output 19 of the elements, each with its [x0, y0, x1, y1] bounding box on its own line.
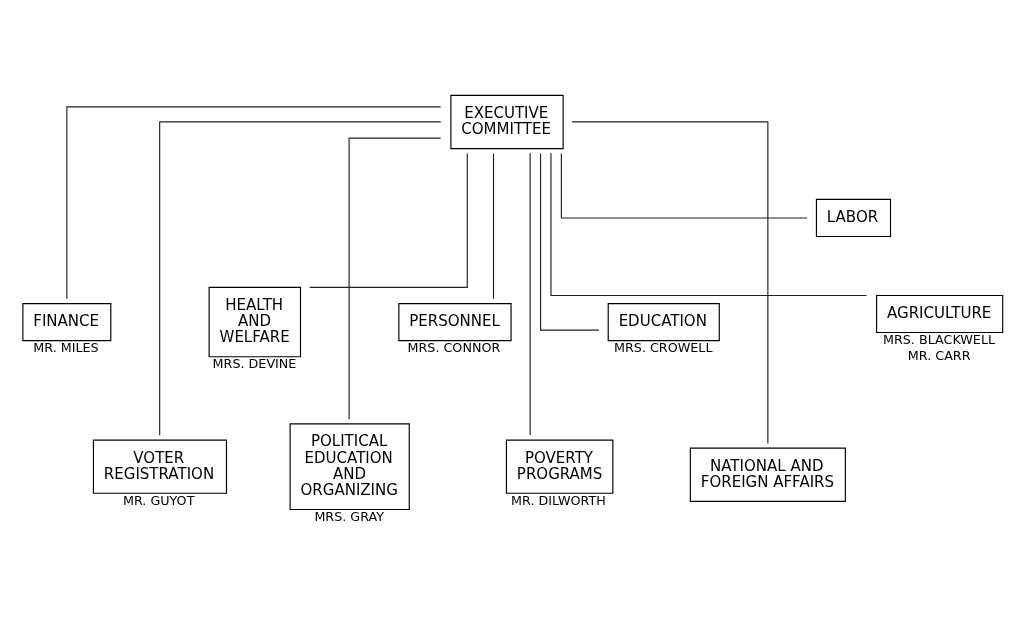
node-label: MR. DILWORTH [510, 492, 606, 508]
connector [492, 152, 494, 299]
node-label: MRS. CROWELL [613, 339, 712, 355]
node-label: MRS. GRAY [313, 508, 384, 524]
node-label: MRS. DEVINE [212, 355, 296, 371]
connector [158, 120, 441, 436]
connector [539, 152, 599, 331]
node-label: MRS. CONNOR [407, 339, 500, 355]
connector [529, 152, 531, 436]
connector [348, 137, 441, 420]
node-label: MR. MILES [32, 339, 99, 355]
node-label: MRS. BLACKWELL [882, 331, 995, 347]
connector [570, 120, 768, 444]
node-label: MR. GUYOT [122, 492, 194, 508]
connector [549, 152, 867, 296]
connector [308, 152, 468, 288]
connector [560, 152, 808, 219]
connector [65, 105, 441, 299]
node-label: MR. CARR [907, 347, 971, 363]
